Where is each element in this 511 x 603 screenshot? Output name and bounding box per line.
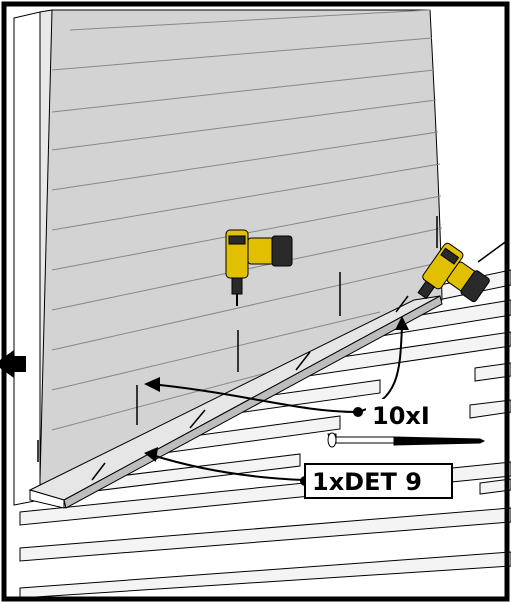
screws-installed	[37, 216, 438, 481]
callout-dot	[353, 407, 363, 417]
drill-icon	[225, 229, 293, 306]
screws-callout-box	[366, 399, 436, 429]
drill-bit	[477, 239, 509, 263]
drill-icon	[417, 242, 490, 303]
callout-arrowheads	[144, 316, 409, 462]
sill-board	[28, 295, 443, 509]
screws-callout-label: 10xI	[372, 402, 430, 430]
screw-icon	[327, 432, 486, 448]
detail-callout-label: 1xDET 9	[312, 468, 422, 496]
detail-callout-box	[304, 463, 453, 499]
siding-lines	[51, 9, 443, 431]
